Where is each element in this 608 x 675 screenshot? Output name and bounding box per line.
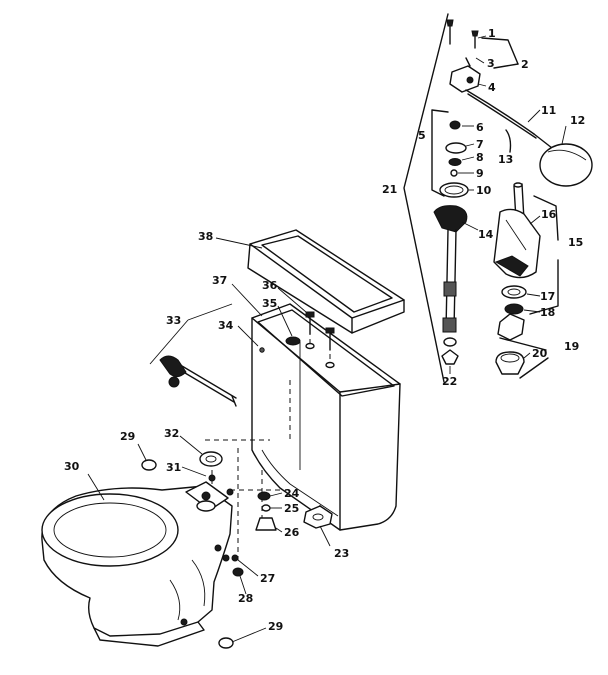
fill-valve-assembly [433,19,593,365]
tank-to-bowl-hardware [222,554,244,577]
tank-bolt-set [255,491,277,531]
callout-11: 11 [541,104,556,117]
tank-lid [247,229,405,334]
tank-bolts [285,311,335,369]
callout-16: 16 [541,208,557,221]
callout-10: 10 [476,184,492,197]
bolt-cap-upper [141,459,157,471]
callout-20: 20 [532,347,548,360]
callout-32: 32 [164,427,179,440]
callout-34: 34 [218,319,234,332]
leader-lines [87,13,567,643]
spud-washers [199,451,234,496]
callout-21: 21 [382,183,397,196]
toilet-tank [251,303,401,531]
spud-gasket [303,505,333,529]
callout-5: 5 [418,129,426,142]
callout-19: 19 [564,340,579,353]
callout-38: 38 [198,230,213,243]
callout-7: 7 [476,138,484,151]
callout-2: 2 [521,58,529,71]
callout-6: 6 [476,121,484,134]
callout-27: 27 [260,572,275,585]
flush-valve-assembly [493,182,541,375]
callout-13: 13 [498,153,513,166]
callout-24: 24 [284,487,300,500]
callout-29-upper: 29 [120,430,135,443]
bolt-cap-lower [218,637,234,649]
callout-29-lower: 29 [268,620,283,633]
callout-labels: 1 2 3 4 5 6 7 8 9 10 11 12 13 14 15 16 1… [64,27,585,633]
trip-lever [159,355,237,407]
callout-23: 23 [334,547,349,560]
callout-26: 26 [284,526,300,539]
callout-9: 9 [476,167,484,180]
callout-31: 31 [166,461,181,474]
callout-12: 12 [570,114,585,127]
callout-36: 36 [262,279,278,292]
callout-14: 14 [478,228,494,241]
callout-15: 15 [568,236,583,249]
callout-35: 35 [262,297,277,310]
callout-22: 22 [442,375,457,388]
callout-37: 37 [212,274,227,287]
callout-25: 25 [284,502,299,515]
callout-8: 8 [476,151,484,164]
callout-1: 1 [488,27,496,40]
toilet-bowl [41,481,233,647]
callout-4: 4 [488,81,496,94]
callout-28: 28 [238,592,253,605]
callout-3: 3 [487,57,495,70]
callout-33: 33 [166,314,181,327]
callout-30: 30 [64,460,80,473]
callout-18: 18 [540,306,555,319]
callout-17: 17 [540,290,555,303]
